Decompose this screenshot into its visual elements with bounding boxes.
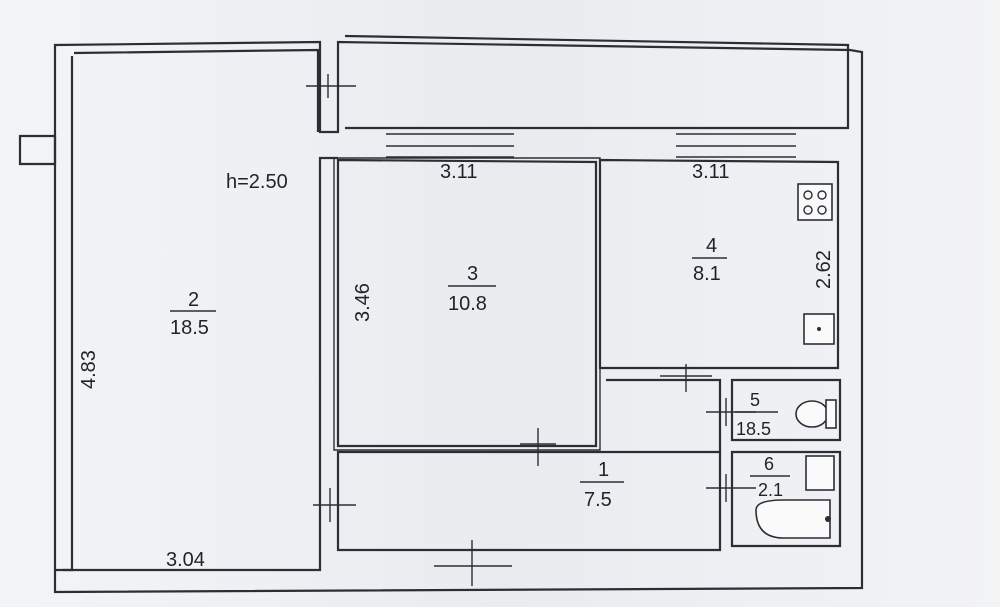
room4-width-label: 3.11 [692, 161, 729, 183]
room5-number: 5 [750, 390, 760, 410]
entrance-door [434, 540, 512, 586]
left-inner-wall [63, 56, 74, 572]
room6-wall [730, 450, 842, 548]
hall-wall [336, 450, 722, 552]
toilet-icon [795, 400, 829, 428]
door-balcony-left [306, 74, 356, 98]
hall-area: 7.5 [584, 489, 612, 511]
door-room3 [520, 428, 556, 466]
outer-wall [53, 40, 864, 594]
door-room4 [660, 364, 712, 392]
room4-height-label: 2.62 [813, 250, 835, 289]
washbasin-icon [805, 455, 835, 491]
bathtub-drain-icon [825, 516, 831, 522]
room3-wall [336, 158, 598, 448]
hall-number: 1 [598, 459, 609, 481]
room2-area: 18.5 [170, 317, 209, 339]
bathtub-icon [755, 499, 831, 539]
room3-area: 10.8 [448, 293, 487, 315]
room4-area: 8.1 [693, 263, 721, 285]
corridor-upper-wall [606, 378, 722, 452]
room6-area: 2.1 [758, 480, 783, 500]
room6-number: 6 [764, 454, 774, 474]
room5-area: 18.5 [736, 419, 771, 439]
room3-outline [333, 157, 601, 451]
room2-height-label: 4.83 [78, 350, 100, 389]
room4-window [676, 133, 796, 158]
stove-burner-icon [803, 205, 813, 215]
balcony-wall [344, 34, 850, 130]
door-room2 [313, 488, 356, 522]
inner-top-wall-left [73, 48, 320, 132]
room3-width-label: 3.11 [440, 161, 477, 183]
stove-burner-icon [817, 205, 827, 215]
room4-wall [598, 158, 840, 370]
stove-icon [797, 183, 833, 221]
door-room6 [706, 474, 756, 502]
sink-drain-icon [817, 327, 821, 331]
stove-burner-icon [803, 190, 813, 200]
room5-wall [730, 378, 842, 442]
ceiling-height-label: h=2.50 [226, 171, 288, 193]
room4-number: 4 [706, 235, 717, 257]
stove-burner-icon [817, 190, 827, 200]
room3-number: 3 [467, 263, 478, 285]
left-window-block [18, 134, 57, 166]
room2-width-label: 3.04 [166, 549, 205, 571]
room3-window [386, 133, 514, 158]
room3-height-label: 3.46 [352, 283, 374, 322]
room2-number: 2 [188, 289, 199, 311]
room2-right-wall [55, 156, 338, 572]
toilet-tank-icon [825, 399, 837, 429]
